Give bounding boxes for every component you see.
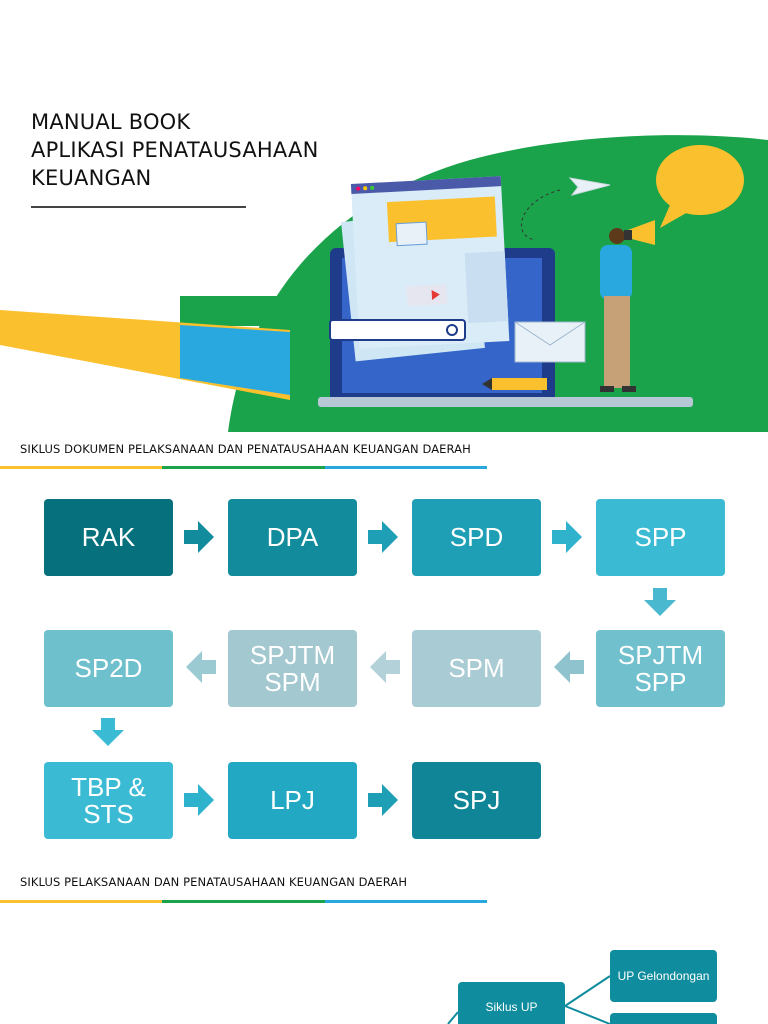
cover-title: MANUAL BOOK APLIKASI PENATAUSAHAAN KEUAN…: [31, 108, 319, 192]
flow-label-dpa: DPA: [266, 522, 319, 552]
arrow-down-icon: [644, 588, 676, 616]
section-title-doc-cycle: SIKLUS DOKUMEN PELAKSANAAN DAN PENATAUSA…: [20, 442, 471, 456]
node-up-gelondongan: UP Gelondongan: [610, 950, 717, 1002]
title-line-3: KEUANGAN: [31, 166, 152, 190]
title-underline: [31, 206, 246, 208]
flow-label-spjtm-spm-1: SPJTM: [249, 639, 336, 670]
arrow-right-icon: [368, 784, 398, 816]
hero-illustration: [0, 135, 768, 432]
section-rule: [0, 466, 487, 469]
search-bar-icon: [329, 319, 466, 341]
flow-label-tbp-sts-1: TBP &: [71, 771, 146, 802]
flow-box-sp2d: SP2D: [44, 630, 173, 707]
play-icon: [431, 289, 440, 300]
speech-bubble-icon: [656, 145, 744, 215]
title-line-2: APLIKASI PENATAUSAHAAN: [31, 138, 319, 162]
arrow-left-icon: [370, 651, 400, 683]
arrow-down-icon: [92, 718, 124, 746]
flow-label-spjtm-spp-2: SPP: [634, 666, 687, 697]
node-label-up-gelondongan: UP Gelondongan: [617, 969, 710, 983]
node-label-siklus-up: Siklus UP: [485, 1000, 538, 1014]
arrow-right-icon: [552, 521, 582, 553]
flow-label-spp: SPP: [634, 522, 687, 552]
flow-box-dpa: DPA: [228, 499, 357, 576]
flow-label-spjtm-spm-2: SPM: [264, 666, 321, 697]
flow-box-spd: SPD: [412, 499, 541, 576]
flow-label-sp2d: SP2D: [74, 653, 143, 683]
flow-box-spj: SPJ: [412, 762, 541, 839]
flow-label-spj: SPJ: [452, 785, 501, 815]
arrow-right-icon: [184, 521, 214, 553]
flow-label-spd: SPD: [449, 522, 504, 552]
search-icon: [446, 324, 458, 336]
envelope-icon: [514, 321, 586, 363]
flow-box-spjtm-spm: SPJTM SPM: [228, 630, 357, 707]
flow-box-lpj: LPJ: [228, 762, 357, 839]
flow-box-spjtm-spp: SPJTM SPP: [596, 630, 725, 707]
arrow-right-icon: [368, 521, 398, 553]
paper-plane-icon: [568, 177, 611, 196]
arrow-left-icon: [186, 651, 216, 683]
node-siklus-up: Siklus UP: [458, 982, 565, 1024]
section-rule: [0, 900, 487, 903]
up-diagram-connectors: [447, 975, 611, 1024]
green-band: [180, 296, 290, 326]
browser-window-icon: [350, 176, 510, 349]
flow-label-spjtm-spp-1: SPJTM: [617, 639, 704, 670]
flow-label-lpj: LPJ: [270, 785, 315, 815]
flow-label-spm: SPM: [448, 653, 505, 683]
title-line-1: MANUAL BOOK: [31, 110, 191, 134]
flow-label-tbp-sts-2: STS: [83, 798, 134, 829]
blue-band: [180, 325, 290, 395]
node-up-next: [610, 1013, 717, 1024]
arrow-right-icon: [184, 784, 214, 816]
arrow-left-icon: [554, 651, 584, 683]
section-title-exec-cycle: SIKLUS PELAKSANAAN DAN PENATAUSAHAAN KEU…: [20, 875, 408, 889]
flow-box-tbp-sts: TBP & STS: [44, 762, 173, 839]
flow-box-rak: RAK: [44, 499, 173, 576]
flow-box-spm: SPM: [412, 630, 541, 707]
pencil-icon: [492, 378, 547, 390]
flow-label-rak: RAK: [81, 522, 136, 552]
flow-box-spp: SPP: [596, 499, 725, 576]
person-with-megaphone-icon: [600, 220, 655, 392]
